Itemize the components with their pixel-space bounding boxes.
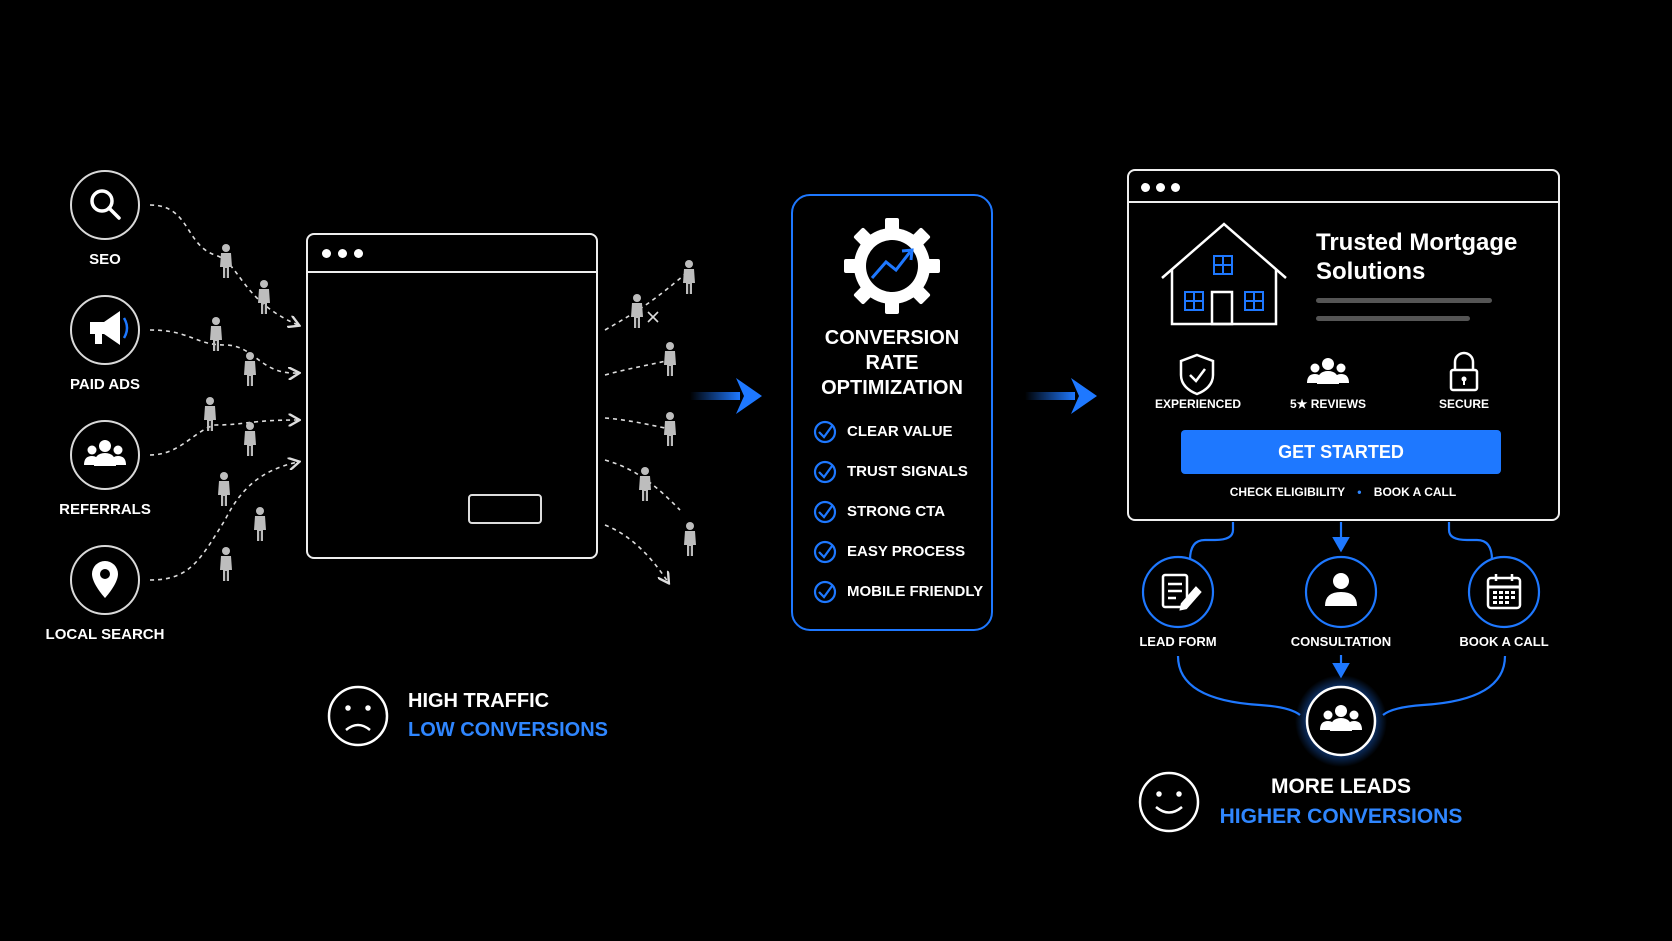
check-circle-icon (813, 460, 837, 484)
happy-face-icon (1138, 771, 1200, 833)
person-icon (1325, 573, 1357, 606)
cro-title-line: OPTIMIZATION (821, 377, 963, 399)
cro-title-line: CONVERSION (824, 327, 960, 349)
lock-icon (1449, 351, 1479, 392)
branch-connectors (1176, 522, 1507, 716)
window-dot (322, 249, 331, 258)
bounce-marker (647, 311, 659, 323)
window-titlebar-divider (308, 271, 596, 273)
window-dot (354, 249, 363, 258)
window-controls (322, 249, 363, 258)
optimized-page-window (1127, 169, 1560, 521)
sub-link-separator: • (1357, 485, 1362, 499)
page-title-line: Solutions (1316, 258, 1426, 285)
title-placeholders (1316, 298, 1492, 321)
badge-label-reviews: 5★ REVIEWS (1289, 397, 1367, 411)
sad-face-icon (327, 685, 389, 747)
check-circle-icon (813, 540, 837, 564)
window-controls (1141, 183, 1180, 192)
flow-arrow-1 (690, 378, 762, 414)
form-edit-icon (1161, 573, 1202, 611)
cro-title: CONVERSION RATE OPTIMIZATION (792, 326, 992, 401)
page-title-line: Trusted Mortgage (1316, 229, 1518, 256)
checklist-item: EASY PROCESS (847, 543, 966, 560)
unoptimized-page-window (306, 233, 598, 559)
users-icon (1320, 705, 1362, 731)
right-result-line1: MORE LEADS (1270, 775, 1411, 798)
source-paid-ads (70, 295, 140, 365)
sub-links: CHECK ELIGIBILITY • BOOK A CALL (1133, 485, 1553, 499)
window-titlebar-divider (1129, 201, 1558, 203)
check-eligibility-link[interactable]: CHECK ELIGIBILITY (1229, 485, 1345, 499)
right-result-line2: HIGHER CONVERSIONS (1219, 805, 1463, 828)
page-title: Trusted Mortgage Solutions (1316, 228, 1517, 286)
get-started-button[interactable]: GET STARTED (1181, 430, 1501, 474)
checklist-icons (813, 420, 837, 604)
leads-hub (1295, 675, 1387, 767)
checklist-item: CLEAR VALUE (847, 423, 953, 440)
outcome-label-consultation: CONSULTATION (1290, 634, 1392, 649)
source-label-local-search: LOCAL SEARCH (45, 626, 165, 643)
window-dot (1171, 183, 1180, 192)
source-referrals (70, 420, 140, 490)
checklist-item: MOBILE FRIENDLY (847, 583, 984, 600)
window-dot (1141, 183, 1150, 192)
source-label-paid-ads: PAID ADS (69, 376, 140, 393)
book-a-call-link[interactable]: BOOK A CALL (1373, 485, 1457, 499)
window-dot (1156, 183, 1165, 192)
house-window-icon (1161, 222, 1287, 326)
check-circle-icon (813, 500, 837, 524)
check-circle-icon (813, 420, 837, 444)
outgoing-traffic-paths (604, 269, 691, 582)
source-label-seo: SEO (89, 251, 121, 268)
weak-cta-button[interactable] (468, 494, 542, 524)
gear-trend-icon (844, 218, 940, 314)
check-circle-icon (813, 580, 837, 604)
left-result-line1: HIGH TRAFFIC (408, 690, 550, 712)
window-dot (338, 249, 347, 258)
flow-arrow-2 (1025, 378, 1097, 414)
cro-panel-border (791, 194, 993, 631)
users-icon (1307, 358, 1349, 384)
checklist-item: STRONG CTA (847, 503, 946, 520)
badge-label-secure: SECURE (1438, 397, 1489, 411)
checklist-item: TRUST SIGNALS (847, 463, 968, 480)
calendar-icon (1486, 574, 1522, 610)
left-result-line2: LOW CONVERSIONS (408, 719, 609, 741)
source-local-search (70, 545, 140, 615)
source-seo (70, 170, 140, 240)
outcome-label-lead-form: LEAD FORM (1139, 634, 1217, 649)
incoming-traffic-paths (149, 204, 298, 581)
badge-label-experienced: EXPERIENCED (1154, 397, 1242, 411)
cro-title-line: RATE (865, 352, 919, 374)
shield-check-icon (1179, 353, 1215, 396)
source-label-referrals: REFERRALS (59, 501, 151, 518)
outcome-label-book-a-call: BOOK A CALL (1459, 634, 1549, 649)
